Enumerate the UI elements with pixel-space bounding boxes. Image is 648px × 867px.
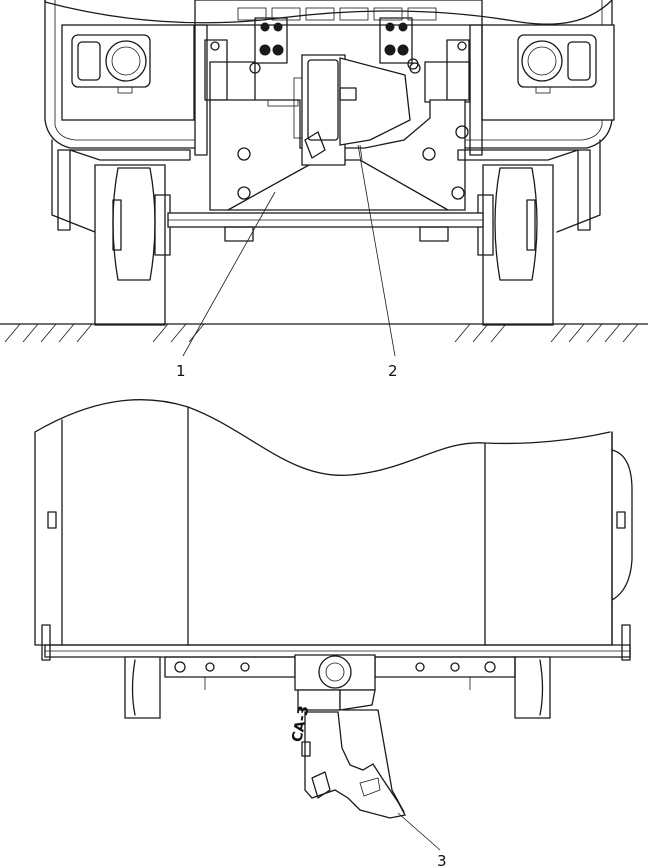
right-lamp-housing bbox=[481, 24, 615, 121]
callout-label-1: 1 bbox=[176, 362, 186, 380]
coupler-stamp-label: CA-3 bbox=[289, 704, 312, 743]
callout-label-3: 3 bbox=[437, 852, 447, 867]
left-lamp-housing bbox=[61, 24, 195, 121]
bottom-right-wheel bbox=[514, 656, 551, 719]
leader-line-1 bbox=[182, 191, 276, 357]
body-outline bbox=[34, 431, 613, 646]
leader-line-2 bbox=[357, 144, 396, 357]
bottom-view: CA-3 bbox=[34, 399, 633, 851]
coupler-housing bbox=[301, 54, 411, 166]
bottom-left-wheel bbox=[124, 656, 161, 719]
right-bracket bbox=[409, 39, 471, 103]
body-wave-edge bbox=[34, 399, 611, 476]
left-frame-strut bbox=[51, 139, 96, 233]
right-frame-strut bbox=[556, 139, 601, 233]
right-wheel bbox=[477, 164, 554, 326]
automatic-coupler bbox=[294, 654, 406, 819]
leader-line-3 bbox=[397, 812, 441, 851]
cross-axle bbox=[167, 212, 484, 242]
left-body-wall bbox=[44, 0, 196, 149]
left-bolt-plate bbox=[254, 17, 288, 64]
callout-label-2: 2 bbox=[388, 362, 398, 380]
left-bracket bbox=[204, 39, 261, 103]
right-bolt-plate bbox=[379, 17, 413, 64]
coupler-knuckle bbox=[304, 711, 406, 819]
top-body-edge bbox=[44, 0, 613, 25]
top-view bbox=[0, 0, 648, 357]
left-wheel bbox=[94, 164, 171, 326]
ground-hatching bbox=[4, 323, 639, 343]
